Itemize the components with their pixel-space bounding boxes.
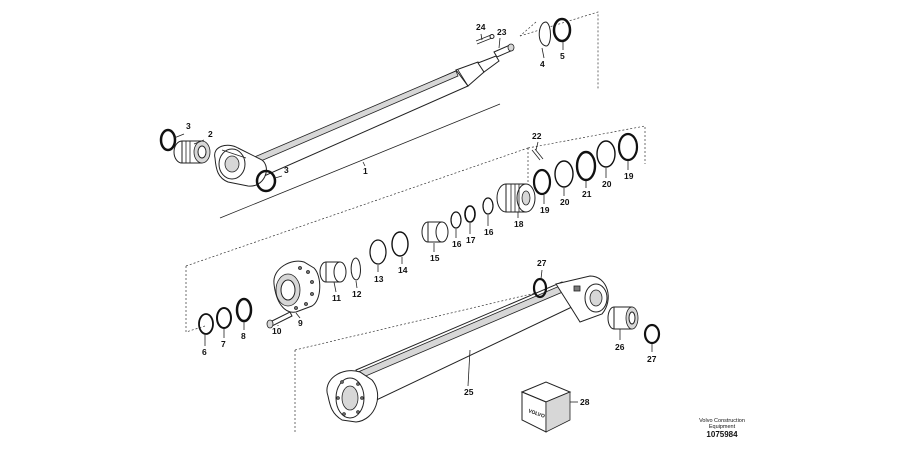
wiper-ring[interactable]: [198, 313, 214, 335]
part-label-20b: 20: [602, 179, 612, 189]
piston-seal-ring-b[interactable]: [617, 132, 639, 162]
part-label-10: 10: [272, 326, 282, 336]
part-label-19b: 19: [624, 171, 634, 181]
part-label-16b: 16: [484, 227, 494, 237]
head-screw[interactable]: [266, 311, 293, 329]
part-label-1: 1: [363, 166, 368, 176]
part-label-25: 25: [464, 387, 474, 397]
part-number-labels: 1 2 3 3 4 5 6 7 8 9 10 11 12 13 14 15 16…: [186, 22, 657, 407]
part-1-extent-line: [219, 103, 501, 219]
tube-seal-ring-right[interactable]: [643, 323, 661, 345]
part-label-22: 22: [532, 131, 542, 141]
back-up-ring[interactable]: [235, 297, 253, 323]
wear-ring-b[interactable]: [596, 140, 616, 168]
group-outline-middle: [185, 125, 646, 333]
stop-sleeve[interactable]: [421, 221, 449, 243]
part-label-17: 17: [466, 235, 476, 245]
seal-ring-top[interactable]: [552, 17, 572, 43]
seal-kit-package[interactable]: VOLVO: [520, 381, 572, 433]
cylinder-head[interactable]: [273, 260, 321, 313]
part-label-27b: 27: [647, 354, 657, 364]
piston-rod[interactable]: [235, 55, 500, 185]
lock-pin[interactable]: [493, 43, 515, 58]
snap-ring-a[interactable]: [450, 211, 462, 229]
part-label-24: 24: [476, 22, 486, 32]
part-label-16a: 16: [452, 239, 462, 249]
piston-lock-pin[interactable]: [531, 148, 544, 161]
part-label-13: 13: [374, 274, 384, 284]
part-label-2: 2: [208, 129, 213, 139]
snap-ring-b[interactable]: [482, 197, 494, 215]
rod-seal-ring[interactable]: [216, 307, 232, 329]
back-up-ring-large[interactable]: [391, 231, 409, 257]
part-label-23: 23: [497, 27, 507, 37]
part-label-21: 21: [582, 189, 592, 199]
guide-bushing[interactable]: [319, 261, 347, 283]
split-pin[interactable]: [475, 34, 495, 45]
part-label-26: 26: [615, 342, 625, 352]
leader-lines: [173, 33, 653, 403]
part-label-28: 28: [580, 397, 590, 407]
part-label-7: 7: [221, 339, 226, 349]
o-ring-small[interactable]: [369, 239, 387, 265]
part-label-18: 18: [514, 219, 524, 229]
slide-ring-small[interactable]: [464, 205, 476, 223]
group-outline-upper: [519, 11, 599, 90]
part-label-20a: 20: [560, 197, 570, 207]
group-outline-lower: [294, 289, 549, 432]
tube-eye[interactable]: [555, 275, 609, 323]
wear-ring-a[interactable]: [554, 160, 574, 188]
part-label-11: 11: [332, 293, 341, 303]
bushing[interactable]: [173, 140, 211, 164]
drawing-caption: Volvo Construction Equipment 1075984: [699, 418, 745, 439]
slide-ring[interactable]: [538, 21, 551, 47]
part-label-3b: 3: [284, 165, 289, 175]
part-label-9: 9: [298, 318, 303, 328]
tube-seal-ring-top[interactable]: [532, 277, 548, 299]
package-brand-text: VOLVO: [527, 408, 545, 420]
part-label-4: 4: [540, 59, 545, 69]
piston-seal-ring-a[interactable]: [532, 168, 552, 196]
caption-drawing-id: 1075984: [706, 430, 738, 439]
part-label-19a: 19: [540, 205, 550, 215]
part-label-12: 12: [352, 289, 362, 299]
seal-ring-right[interactable]: [255, 169, 277, 193]
part-label-5: 5: [560, 51, 565, 61]
seal-ring-left[interactable]: [159, 128, 177, 152]
part-label-15: 15: [430, 253, 440, 263]
caption-company-sub: Equipment: [709, 424, 736, 430]
piston-main-seal[interactable]: [575, 150, 597, 182]
buffer-ring[interactable]: [350, 257, 361, 281]
rod-eye[interactable]: [214, 144, 267, 187]
part-label-8: 8: [241, 331, 246, 341]
cylinder-tube[interactable]: [326, 281, 575, 423]
piston[interactable]: [496, 183, 536, 213]
part-label-3a: 3: [186, 121, 191, 131]
part-label-6: 6: [202, 347, 207, 357]
part-label-27a: 27: [537, 258, 547, 268]
part-label-14: 14: [398, 265, 408, 275]
tube-bushing[interactable]: [607, 306, 639, 330]
caption-company: Volvo Construction: [699, 418, 745, 424]
